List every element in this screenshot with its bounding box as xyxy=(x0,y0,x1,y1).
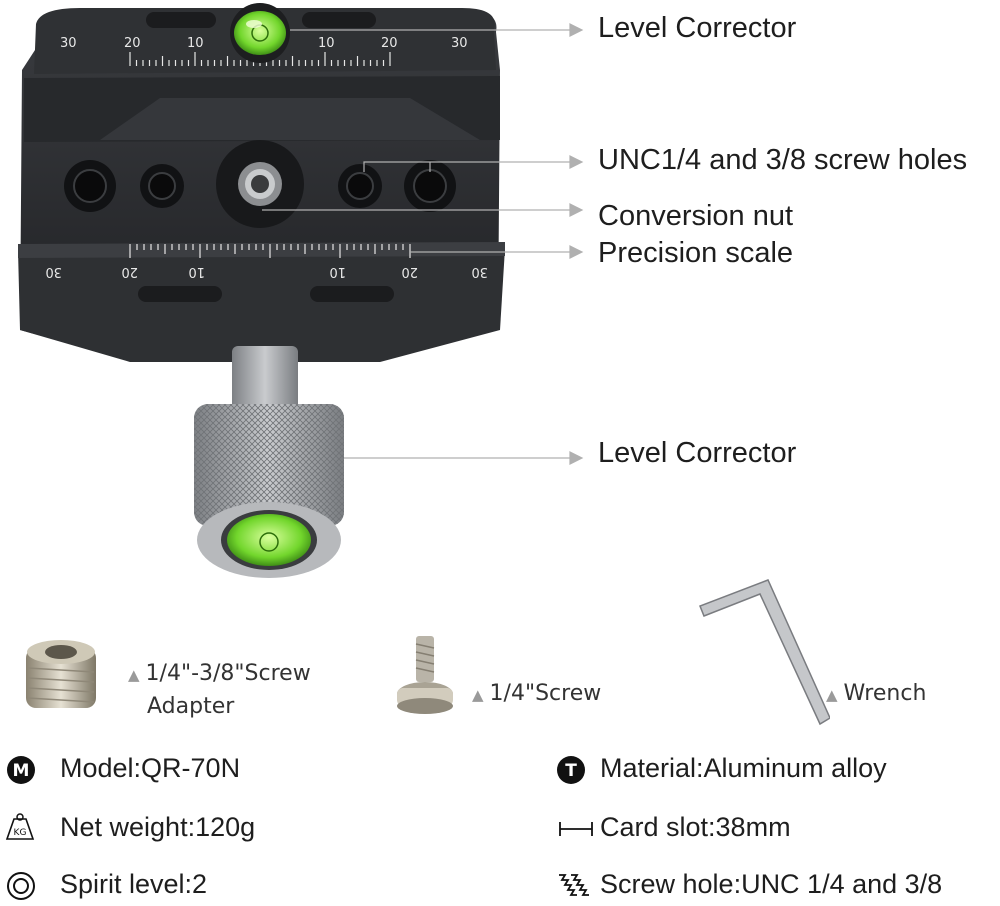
top-slot-right xyxy=(302,12,376,28)
spec-weight: Net weight:120g xyxy=(60,812,256,842)
top-scale-label: 30 xyxy=(451,36,468,51)
top-scale-label: 20 xyxy=(381,36,398,51)
top-scale-label: 30 xyxy=(60,36,77,51)
wrench-image xyxy=(699,579,830,726)
screw-adapter-image xyxy=(26,640,96,708)
spec-screw-hole: Screw hole:UNC 1/4 and 3/8 xyxy=(600,869,943,899)
bottom-scale-label: 10 xyxy=(188,264,205,279)
clamp-illustration: 30 20 10 10 20 30 xyxy=(18,3,584,578)
bottom-scale-label: 20 xyxy=(401,264,418,279)
accessory-adapter-label: ▲ 1/4"-3/8"Screw Adapter xyxy=(128,658,311,723)
triangle-icon: ▲ xyxy=(128,666,140,684)
adapter-line2: Adapter xyxy=(147,694,235,719)
callout-precision-scale: Precision scale xyxy=(598,237,794,269)
screw-image xyxy=(397,636,453,714)
spec-model: Model:QR-70N xyxy=(60,753,241,783)
callout-screw-holes: UNC1/4 and 3/8 screw holes xyxy=(598,144,968,176)
screw-holes xyxy=(64,160,456,212)
spec-card-slot: Card slot:38mm xyxy=(600,812,791,842)
screw-hole-icon xyxy=(559,874,589,896)
top-scale-label: 10 xyxy=(187,36,204,51)
top-scale-label: 20 xyxy=(124,36,141,51)
bottom-slot-right xyxy=(310,286,394,302)
bottom-scale-ticks xyxy=(129,244,411,258)
model-icon: M xyxy=(7,756,35,784)
accessory-wrench-label: ▲ Wrench xyxy=(826,678,926,711)
weight-icon: KG xyxy=(5,813,35,840)
triangle-icon: ▲ xyxy=(826,686,838,704)
weight-icon-text: KG xyxy=(14,828,27,838)
spec-spirit-level: Spirit level:2 xyxy=(60,869,208,899)
adapter-line1: 1/4"-3/8"Screw xyxy=(145,661,311,686)
conversion-nut xyxy=(216,140,304,228)
knob-shaft xyxy=(232,346,298,410)
bottom-scale-label: 20 xyxy=(121,264,138,279)
callout-level-corrector-top: Level Corrector xyxy=(598,12,797,44)
accessory-screw-label: ▲ 1/4"Screw xyxy=(472,678,601,711)
model-icon-letter: M xyxy=(13,761,30,781)
card-slot-icon xyxy=(559,822,593,836)
top-slot-left xyxy=(146,12,216,28)
material-icon: T xyxy=(557,756,585,784)
bottom-scale-label: 30 xyxy=(471,264,488,279)
bottom-scale-label: 10 xyxy=(329,264,346,279)
bottom-slot-left xyxy=(138,286,222,302)
callout-conversion-nut: Conversion nut xyxy=(598,200,794,232)
callout-leaders xyxy=(262,23,584,465)
spirit-level-icon xyxy=(7,872,35,900)
callout-level-corrector-knob: Level Corrector xyxy=(598,437,797,469)
bottom-scale-label: 30 xyxy=(45,264,62,279)
triangle-icon: ▲ xyxy=(472,686,484,704)
screw-text: 1/4"Screw xyxy=(489,681,602,706)
spec-material: Material:Aluminum alloy xyxy=(600,753,887,783)
top-bubble-level xyxy=(230,3,290,63)
wrench-text: Wrench xyxy=(843,681,927,706)
top-scale-label: 10 xyxy=(318,36,335,51)
level-knob xyxy=(194,404,344,578)
material-icon-letter: T xyxy=(565,761,577,781)
